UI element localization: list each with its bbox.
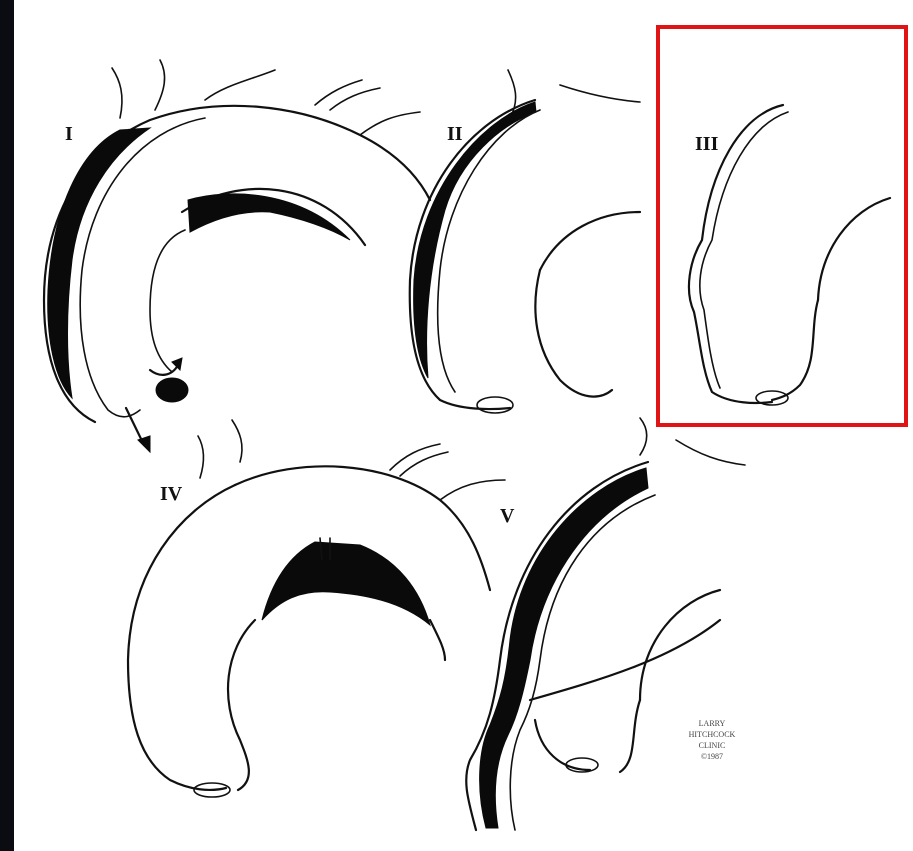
signature-line-3: CLINIC xyxy=(699,741,726,750)
panel-III: III xyxy=(658,27,906,425)
panel-V-label: V xyxy=(500,505,515,527)
artist-signature: LARRY HITCHCOCK CLINIC ©1987 xyxy=(689,719,736,761)
panel-IV-branch-2 xyxy=(232,420,242,462)
panel-V-branch-2 xyxy=(676,440,745,465)
panel-V: V xyxy=(466,418,745,830)
panel-I: I xyxy=(44,60,430,452)
panel-IV-false-lumen xyxy=(262,542,430,625)
panel-II-branch-2 xyxy=(560,85,640,102)
panel-II-valve xyxy=(477,397,513,413)
panel-IV: IV xyxy=(128,420,505,797)
panel-I-branch-6 xyxy=(360,112,420,135)
panel-I-inner-dark xyxy=(188,194,350,240)
highlight-box xyxy=(658,27,906,425)
panel-III-label: III xyxy=(695,133,719,155)
panel-V-branch-1 xyxy=(640,418,647,455)
panel-II-label: II xyxy=(447,123,463,145)
panel-III-root xyxy=(772,300,818,400)
panel-I-branch-4 xyxy=(315,80,362,105)
panel-I-branch-1 xyxy=(112,68,122,118)
panel-IV-inner-left xyxy=(228,620,255,790)
panel-V-root xyxy=(535,720,590,770)
signature-line-2: HITCHCOCK xyxy=(689,730,736,739)
panel-I-label: I xyxy=(65,123,73,145)
panel-IV-arch-outer xyxy=(128,485,235,790)
panel-II-inner-top xyxy=(540,212,640,270)
panel-V-root-right xyxy=(620,700,640,772)
panel-II-false-lumen xyxy=(414,102,536,378)
panel-II-root xyxy=(535,270,612,397)
panel-I-branch-5 xyxy=(330,88,380,110)
panel-I-branch-3 xyxy=(205,70,275,100)
panel-III-inner-top xyxy=(818,198,890,300)
panel-V-inner-wall xyxy=(530,620,720,700)
panel-IV-inner-right xyxy=(430,620,445,660)
panel-I-inner-wall xyxy=(150,230,185,372)
panel-I-false-lumen xyxy=(48,128,150,398)
panel-I-curve-arrow xyxy=(150,365,178,375)
panel-IV-label: IV xyxy=(160,483,183,505)
panel-V-intimal-flap xyxy=(510,495,655,830)
panel-I-branch-2 xyxy=(155,60,165,110)
panel-II-intimal-flap xyxy=(438,110,540,392)
panel-IV-branch-1 xyxy=(198,436,204,478)
panel-II: II xyxy=(410,70,640,413)
signature-line-1: LARRY xyxy=(699,719,726,728)
panel-IV-branch-5 xyxy=(440,480,505,500)
panel-I-entry-loop xyxy=(156,378,188,402)
signature-line-4: ©1987 xyxy=(701,752,723,761)
